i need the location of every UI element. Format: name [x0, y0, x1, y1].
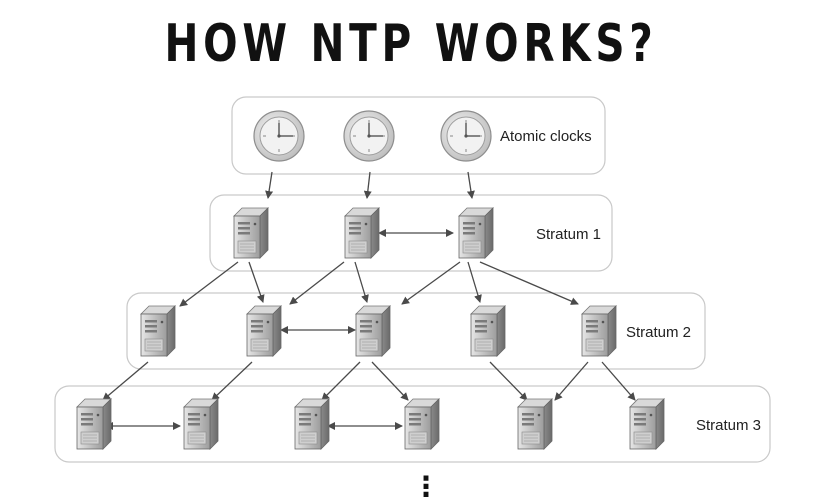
- continuation-ellipsis: ⋮: [412, 470, 440, 500]
- clock-icon: [253, 110, 305, 162]
- server-icon: [246, 305, 282, 357]
- server-icon: [470, 305, 506, 357]
- arrow: [289, 261, 345, 305]
- server-icon: [344, 207, 380, 259]
- server-icon: [581, 305, 617, 357]
- clock-icon: [440, 110, 492, 162]
- arrow: [489, 361, 528, 401]
- arrow: [554, 361, 589, 401]
- arrow: [601, 361, 636, 401]
- server-icon: [355, 305, 391, 357]
- arrow: [102, 361, 149, 401]
- arrow: [265, 171, 274, 199]
- clock-icon: [343, 110, 395, 162]
- arrow: [371, 361, 409, 401]
- arrow: [211, 361, 253, 401]
- arrows: [102, 171, 636, 430]
- server-icon: [629, 398, 665, 450]
- arrow: [354, 261, 369, 303]
- page-title: HOW NTP WORKS?: [164, 14, 658, 74]
- server-icon: [140, 305, 176, 357]
- arrow: [467, 261, 482, 303]
- server-icon: [404, 398, 440, 450]
- server-icon: [183, 398, 219, 450]
- stratum-2-label: Stratum 2: [626, 324, 691, 341]
- arrow: [479, 261, 579, 305]
- atomic-clocks-label: Atomic clocks: [500, 128, 592, 145]
- arrow: [466, 171, 475, 199]
- arrow: [179, 261, 239, 307]
- server-icon: [233, 207, 269, 259]
- server-icon: [76, 398, 112, 450]
- arrow: [248, 261, 265, 303]
- stratum-3-label: Stratum 3: [696, 417, 761, 434]
- arrow: [363, 171, 372, 199]
- atomic-clocks-panel: [231, 96, 606, 175]
- server-icon: [294, 398, 330, 450]
- server-icon: [458, 207, 494, 259]
- arrow: [401, 261, 461, 305]
- server-icon: [517, 398, 553, 450]
- arrow: [321, 361, 361, 401]
- stratum-2-panel: [126, 292, 706, 370]
- stratum-1-label: Stratum 1: [536, 226, 601, 243]
